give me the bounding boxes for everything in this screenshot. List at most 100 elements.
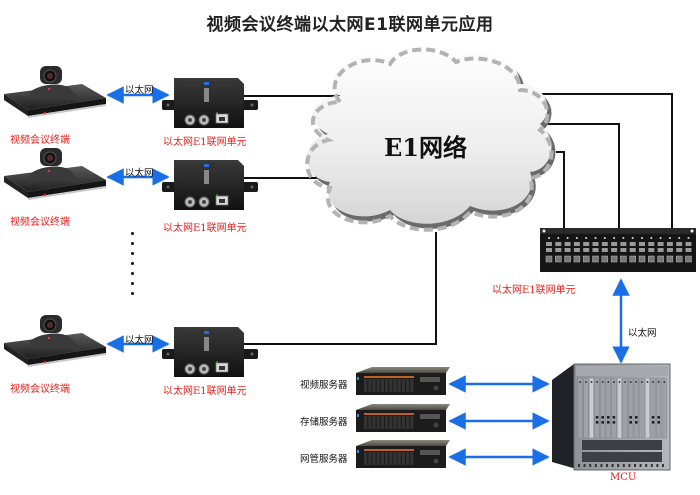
mcu-fan-tray	[582, 440, 662, 450]
bnc-center	[188, 367, 192, 371]
slot-bnc-top	[657, 242, 664, 246]
drive-bay	[410, 416, 414, 429]
slot-bnc-top	[546, 242, 552, 246]
mcu-foot-screw	[611, 464, 614, 467]
mcu-foot-screw	[645, 464, 648, 467]
mcu-card-led	[585, 381, 587, 383]
slot-led	[566, 237, 569, 239]
mcu-port	[635, 421, 638, 424]
slot-bnc-top	[611, 242, 618, 246]
model-label	[204, 88, 209, 102]
video-conference-terminal	[4, 315, 106, 367]
mcu-card-slot	[656, 377, 662, 439]
mcu-card-led	[590, 381, 593, 383]
mcu-port	[601, 421, 604, 424]
mcu-card-slot	[661, 377, 667, 439]
server-top	[356, 367, 450, 373]
more-terminals-ellipsis	[131, 232, 135, 302]
slot-rj45-port	[545, 255, 553, 263]
slot-bnc-bottom	[657, 248, 664, 252]
server-panel	[420, 450, 440, 455]
slot-rj45-port	[629, 255, 636, 263]
bnc-center	[188, 118, 192, 122]
e1-converter-unit	[162, 327, 258, 377]
mcu-card-led	[629, 381, 632, 383]
server-drive-strip	[364, 413, 414, 415]
brand-logo	[204, 331, 209, 334]
mcu-port	[601, 416, 604, 419]
slot-rj45-port	[657, 255, 664, 263]
mcu-foot-screw	[578, 464, 580, 467]
rack-unit-label: 以太网E1联网单元	[492, 285, 576, 296]
camera-lens-inner	[47, 73, 53, 79]
mcu-card-slot	[622, 377, 628, 439]
mcu-card-slot	[645, 377, 651, 439]
drive-bay	[406, 379, 410, 392]
slot-bnc-top	[629, 242, 636, 246]
mcu-port	[607, 416, 610, 419]
mcu-card-slot	[594, 377, 600, 439]
screw-hole	[166, 352, 170, 356]
mcu-foot-screw	[639, 464, 642, 467]
drive-bay	[393, 379, 397, 392]
slot-led	[548, 237, 550, 239]
server-1	[356, 367, 550, 395]
mcu-top-panel	[576, 366, 668, 376]
unit-label-3: 以太网E1联网单元	[163, 386, 247, 397]
mcu-port	[607, 421, 610, 424]
slot-led	[631, 237, 634, 239]
ethernet-label-2: 以太网	[125, 168, 154, 179]
drive-bay	[364, 452, 368, 465]
rack-top-edge	[540, 228, 696, 234]
diagram-title: 视频会议终端以太网E1联网单元应用	[206, 15, 494, 35]
camera-stand	[30, 166, 82, 184]
slot-bnc-bottom	[583, 248, 590, 252]
terminal-side	[4, 94, 28, 116]
slot-led	[659, 237, 662, 239]
e1-link-rack-a	[540, 93, 673, 230]
slot-rj45-port	[564, 255, 571, 263]
mcu-card-slot	[611, 377, 617, 439]
screw-hole	[250, 185, 254, 189]
slot-bnc-bottom	[648, 248, 655, 252]
mcu-card-led	[596, 381, 598, 383]
drive-bay	[376, 452, 380, 465]
drive-bay	[401, 416, 405, 429]
model-label	[204, 337, 209, 351]
power-button	[433, 422, 439, 428]
mcu-foot-screw	[662, 464, 664, 467]
mcu-port	[595, 421, 599, 424]
drive-bay	[397, 452, 401, 465]
mcu-card-slot	[628, 377, 634, 439]
unit-label-2: 以太网E1联网单元	[163, 223, 247, 234]
mcu-foot-screw	[628, 464, 631, 467]
terminal-trim	[28, 353, 106, 367]
bnc-center	[202, 200, 206, 204]
drive-bay	[372, 379, 376, 392]
mcu-port	[651, 421, 655, 424]
server-label-management: 网管服务器	[300, 454, 348, 465]
e1-link-rack-b	[545, 123, 620, 230]
rj45-jack	[219, 199, 225, 203]
mcu-card-led	[624, 381, 626, 383]
slot-bnc-bottom	[676, 248, 683, 252]
unit-label-1: 以太网E1联网单元	[163, 137, 247, 148]
mcu-card-led	[613, 381, 615, 383]
mcu-foot-screw	[617, 464, 620, 467]
slot-rj45-port	[685, 255, 692, 263]
screw-hole	[250, 103, 254, 107]
terminal-row	[4, 148, 258, 210]
mcu-label: MCU	[610, 472, 637, 483]
slot-rj45-port	[592, 255, 599, 263]
slot-led	[650, 237, 653, 239]
slot-led	[622, 237, 625, 239]
drive-bay	[385, 452, 389, 465]
drive-bay	[376, 379, 380, 392]
mcu-card-slot	[589, 377, 595, 439]
bnc-center	[202, 118, 206, 122]
terminal-label-3: 视频会议终端	[10, 384, 70, 395]
mcu-foot-screw	[622, 464, 625, 467]
terminal-front	[28, 180, 106, 198]
mcu-card-led	[641, 381, 643, 383]
